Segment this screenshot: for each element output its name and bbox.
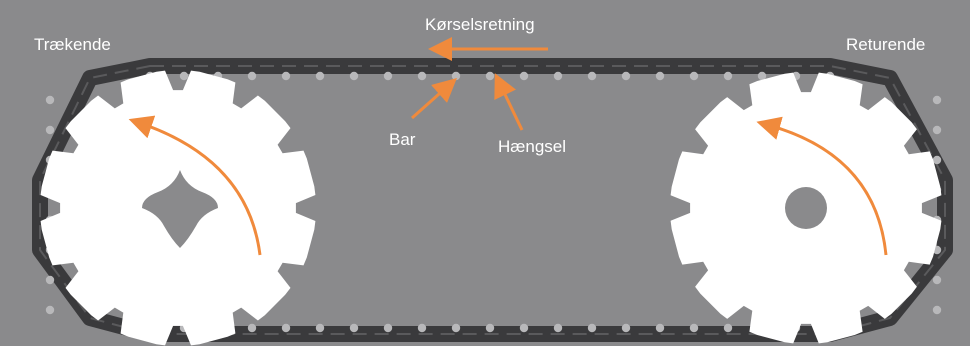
hinge-pin [587, 71, 597, 81]
direction-label: Kørselsretning [425, 15, 535, 34]
hinge-pin [519, 71, 529, 81]
hinge-pin [281, 323, 291, 333]
hinge-pin [315, 323, 325, 333]
hinge-pin [689, 323, 699, 333]
hinge-pin [932, 125, 942, 135]
hinge-pin [179, 71, 189, 81]
hinge-pin [451, 323, 461, 333]
hinge-pin [45, 275, 55, 285]
hinge-pin [655, 323, 665, 333]
hinge-pin [932, 95, 942, 105]
hinge-pin [932, 305, 942, 315]
bar-pointer-arrow-icon [411, 78, 457, 120]
hinge-pin [383, 71, 393, 81]
drive-end-label: Trækende [34, 35, 111, 54]
hinge-pin [247, 323, 257, 333]
hinge-pin [519, 323, 529, 333]
hinge-pin [485, 71, 495, 81]
hinge-pin [451, 71, 461, 81]
hinge-pin [417, 323, 427, 333]
hinge-pin [383, 323, 393, 333]
drive-square-hub-icon [142, 170, 218, 248]
hinge-pin [349, 71, 359, 81]
hinge-pin [45, 305, 55, 315]
hinge-pin [689, 71, 699, 81]
hinge-pin [315, 71, 325, 81]
hinge-pin [723, 71, 733, 81]
hinge-pin [757, 71, 767, 81]
hinge-pointer-arrow-icon [494, 73, 524, 131]
hinge-pin [349, 323, 359, 333]
hinge-label: Hængsel [498, 137, 567, 156]
hinge-pin [932, 275, 942, 285]
drive-rotation-arrow-icon [128, 115, 262, 256]
hinge-pin [45, 95, 55, 105]
bar-label: Bar [389, 130, 416, 149]
return-round-hub-icon [785, 187, 827, 229]
hinge-pin [45, 125, 55, 135]
return-end-label: Returende [846, 35, 926, 54]
hinge-pin [247, 71, 257, 81]
hinge-pin [932, 155, 942, 165]
return-rotation-arrow-icon [756, 116, 888, 256]
hinge-pin [281, 71, 291, 81]
hinge-pin [587, 323, 597, 333]
hinge-pin [485, 323, 495, 333]
hinge-pin [655, 71, 665, 81]
hinge-pin [553, 323, 563, 333]
return-sprocket [670, 72, 942, 344]
hinge-pin [417, 71, 427, 81]
hinge-pin [621, 323, 631, 333]
hinge-pin [723, 323, 733, 333]
drive-sprocket [40, 70, 316, 346]
hinge-pin [621, 71, 631, 81]
hinge-pin [553, 71, 563, 81]
